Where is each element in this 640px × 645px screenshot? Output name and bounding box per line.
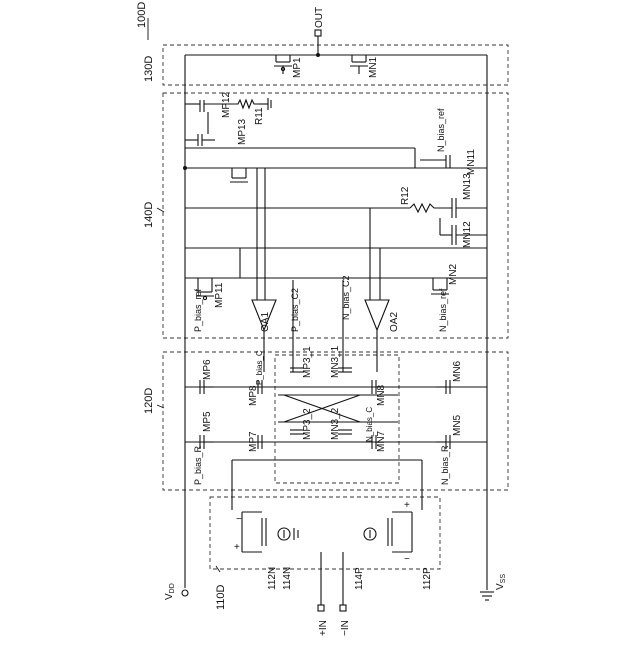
oa2-label: OA2 — [389, 312, 400, 332]
oa1-label: OA1 — [260, 312, 271, 332]
block-130d-label: 130D — [143, 56, 155, 82]
mn13-label: MN13 — [462, 173, 473, 200]
mp3-1-label: MP3_1 — [302, 346, 313, 378]
mp1-label: MP1 — [292, 57, 303, 78]
inp-terminal[interactable] — [318, 605, 324, 611]
n-bias-ref-label: N_bias_ref — [438, 288, 448, 332]
label-114n: 114N — [282, 567, 293, 590]
mn11-label: MN11 — [466, 149, 477, 175]
input-pair-n — [242, 512, 266, 552]
r12-label: R12 — [400, 186, 411, 205]
p-bias-c-label: P_bias_C — [255, 350, 264, 385]
transistor-mn11 — [420, 155, 450, 168]
label-114p: 114P — [354, 567, 365, 590]
transistor-mn13 — [452, 198, 487, 218]
transistor-mp1 — [274, 55, 292, 74]
n-bias-ref-label-top: N_bias_ref — [436, 108, 446, 152]
label-112p: 112P — [422, 567, 433, 590]
label-112n: 112N — [267, 567, 278, 590]
bias-node-dot-1 — [183, 166, 187, 170]
r11-label: R11 — [254, 107, 265, 125]
out-node-dot — [316, 53, 320, 57]
block-140d-label: 140D — [143, 202, 155, 228]
transistor-mp-aux — [230, 168, 248, 182]
inp-label: +IN — [318, 620, 329, 636]
mp11-label: MP11 — [214, 282, 225, 308]
n-bias-r-label: N_bias_R — [440, 445, 450, 485]
mn1-label: MN1 — [368, 56, 379, 78]
mn12-label: MN12 — [462, 221, 473, 248]
vdd-label: VDD — [164, 583, 176, 600]
p-stage-plus: + — [404, 500, 410, 511]
mn8-label: MN8 — [376, 384, 387, 406]
mp6-label: MP6 — [202, 359, 213, 380]
p-bias-ref-label: P_bias_ref — [193, 288, 203, 332]
mp8-label: MP8 — [248, 385, 259, 406]
resistor-r11 — [230, 100, 258, 108]
transistor-mn1 — [350, 55, 368, 74]
block-130d — [163, 45, 508, 85]
mn6-label: MN6 — [452, 360, 463, 382]
mn2-label: MN2 — [448, 263, 459, 285]
p-stage-minus: − — [404, 554, 410, 565]
out-label: OUT — [314, 7, 325, 28]
vss-label: VSS — [495, 574, 507, 590]
n-bias-c-label: N_bias_C — [365, 407, 374, 442]
mn3-1-label: MN3_1 — [330, 345, 341, 378]
mp12-label: MP12 — [221, 91, 232, 118]
out-terminal — [315, 30, 321, 36]
mn3-2-label: MN3_2 — [330, 407, 341, 440]
p-bias-r-label: P_bias_R — [193, 445, 203, 485]
vdd-terminal — [182, 590, 188, 596]
inn-terminal[interactable] — [340, 605, 346, 611]
opamp-oa2 — [365, 300, 389, 330]
resistor-r12 — [410, 204, 434, 212]
mn7-label: MN7 — [376, 430, 387, 452]
block-110d-label: 110D — [215, 584, 227, 610]
n-stage-minus: − — [236, 514, 242, 525]
transistor-mp13 — [198, 112, 215, 146]
mp3-2-label: MP3_2 — [302, 408, 313, 440]
mp13-label: MP13 — [237, 118, 248, 145]
mp7-label: MP7 — [248, 431, 259, 452]
mp5-label: MP5 — [202, 411, 213, 432]
n-stage-plus: + — [234, 542, 240, 553]
input-pair-p — [388, 512, 412, 552]
block-120d-label: 120D — [143, 388, 155, 414]
mn5-label: MN5 — [452, 414, 463, 436]
inn-label: −IN — [340, 620, 351, 636]
p-bias-c2-label: P_bias_C2 — [290, 288, 300, 332]
figure-ref-label: 100D — [136, 2, 148, 28]
